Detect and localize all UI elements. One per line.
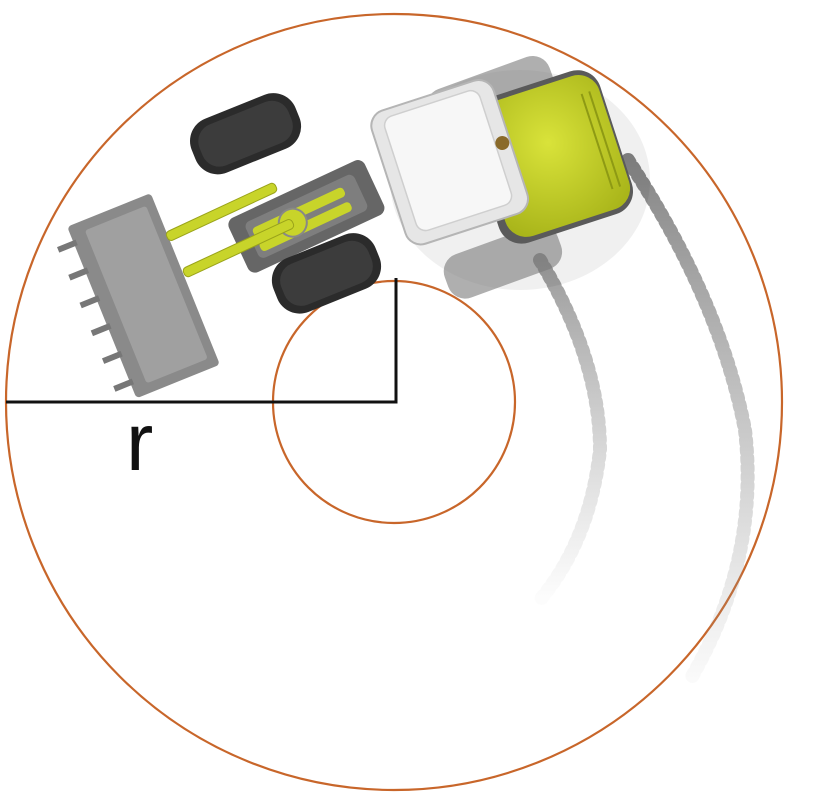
radius-label: r	[126, 397, 153, 488]
radius-line	[6, 278, 398, 404]
wheel-loader-icon	[57, 55, 650, 398]
tire-track-icon	[533, 153, 755, 687]
